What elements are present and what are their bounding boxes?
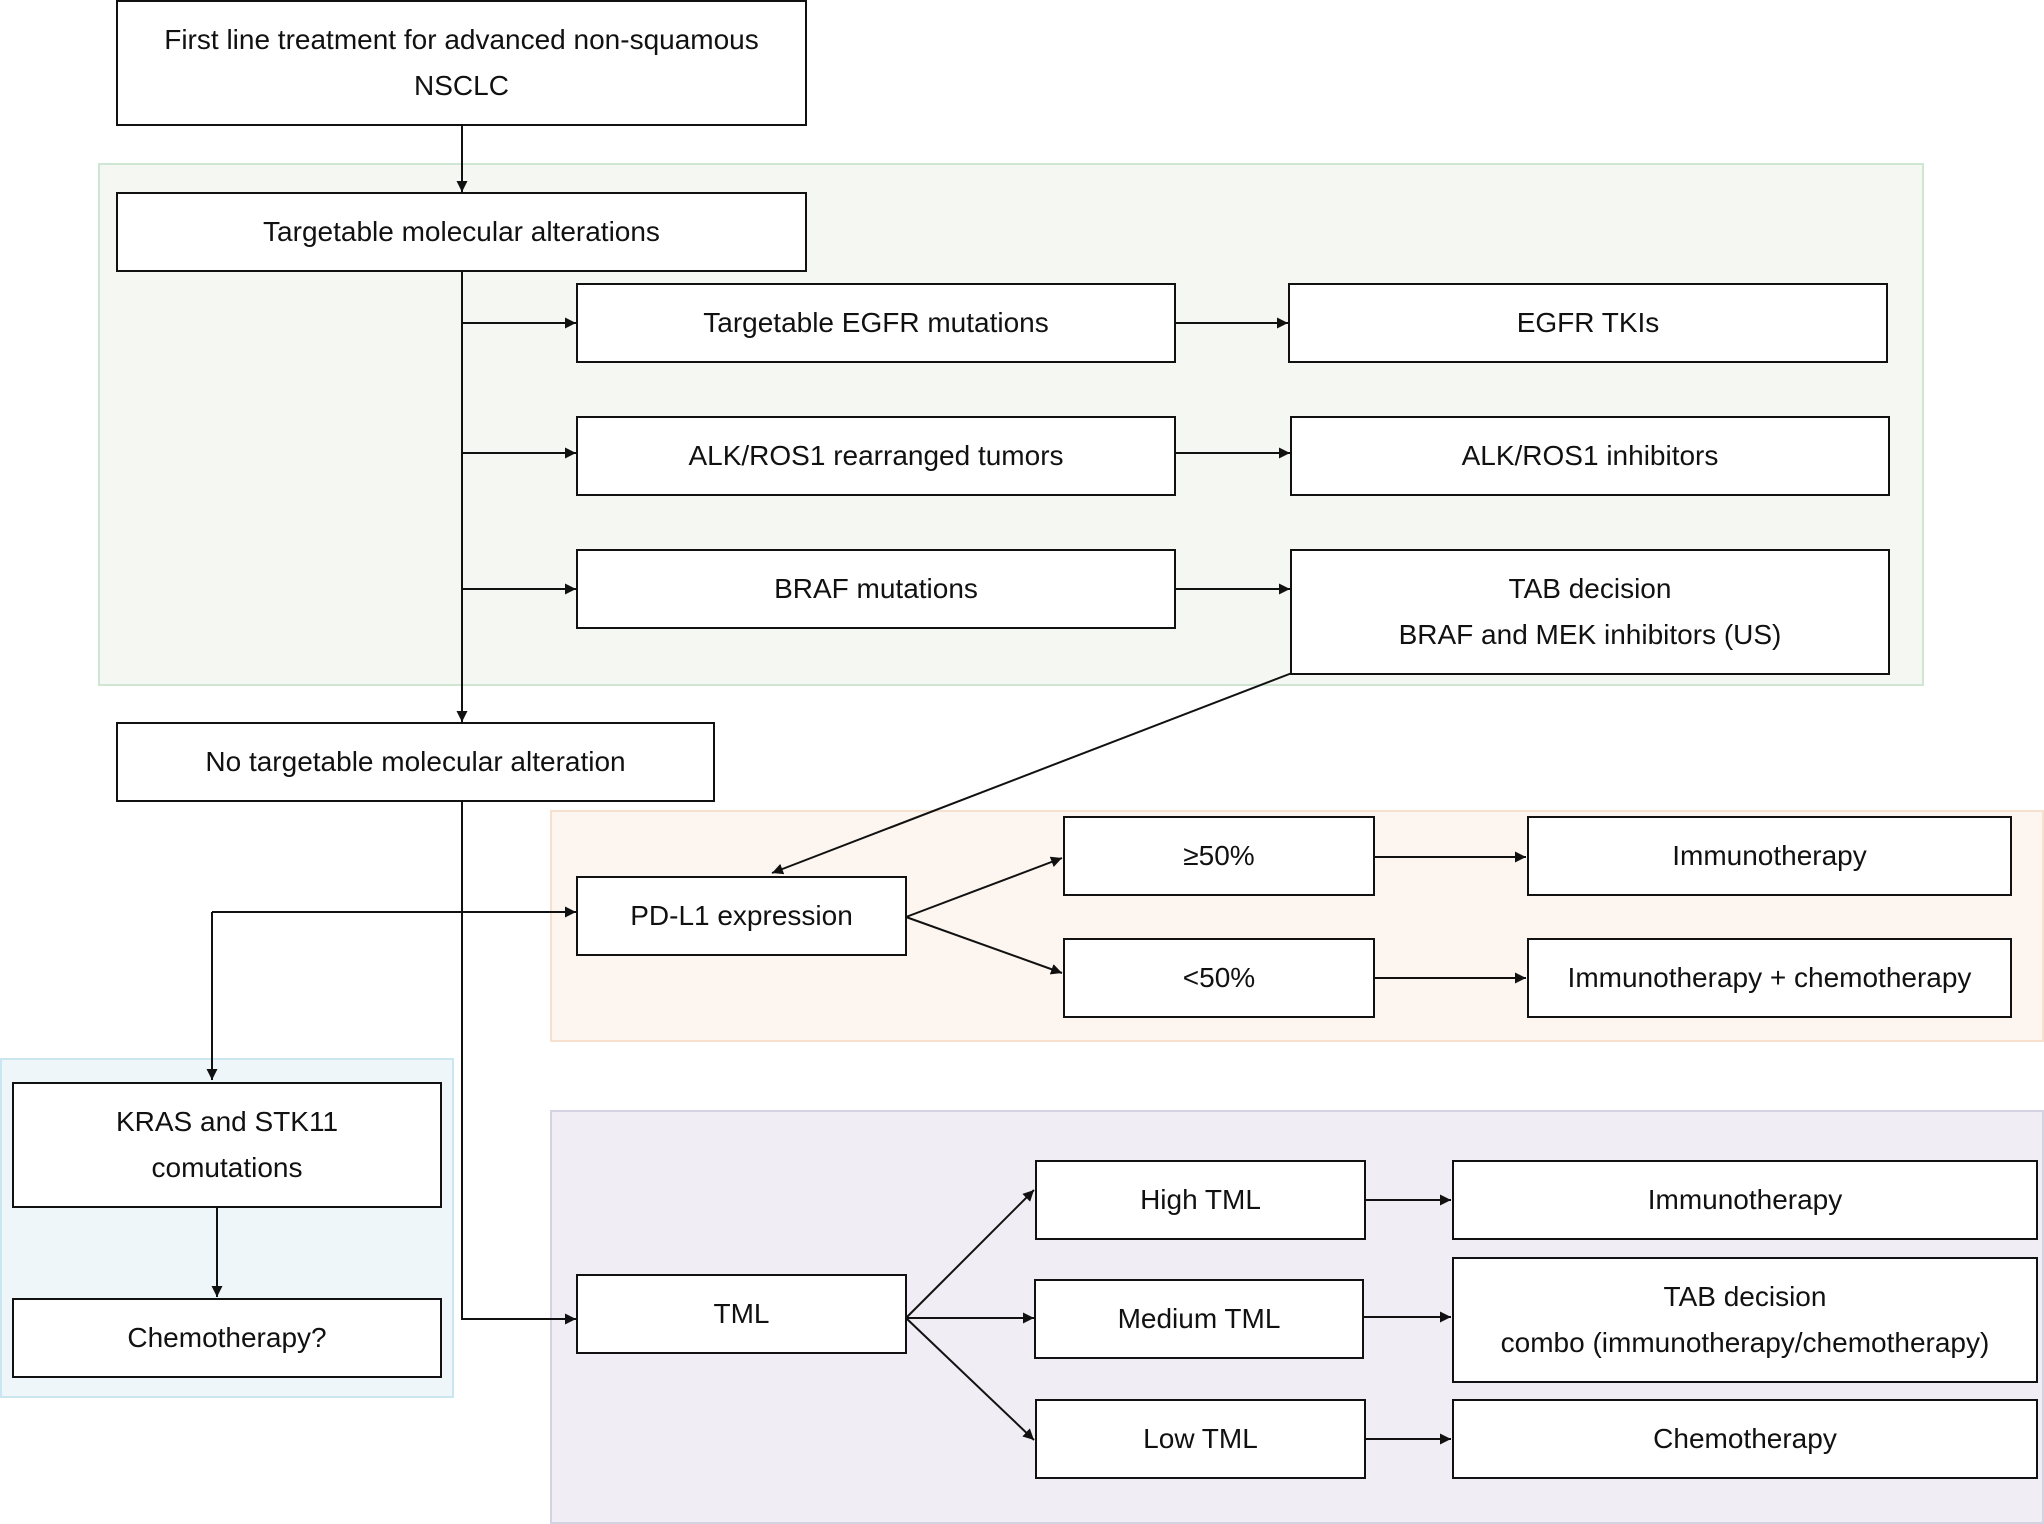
node-immunotherapy-chemotherapy: Immunotherapy + chemotherapy [1527,938,2012,1018]
node-high-tml: High TML [1035,1160,1366,1240]
node-braf-mutations: BRAF mutations [576,549,1176,629]
node-immunotherapy-tml: Immunotherapy [1452,1160,2038,1240]
node-medium-tml: Medium TML [1034,1279,1364,1359]
node-low-tml: Low TML [1035,1399,1366,1479]
node-chemotherapy-question: Chemotherapy? [12,1298,442,1378]
node-ge50: ≥50% [1063,816,1375,896]
node-first-line-treatment: First line treatment for advanced non-sq… [116,0,807,126]
node-no-targetable-alteration: No targetable molecular alteration [116,722,715,802]
node-immunotherapy-pdl1: Immunotherapy [1527,816,2012,896]
node-egfr-mutations: Targetable EGFR mutations [576,283,1176,363]
node-egfr-tkis: EGFR TKIs [1288,283,1888,363]
node-targetable-alterations: Targetable molecular alterations [116,192,807,272]
node-alk-ros1-inhibitors: ALK/ROS1 inhibitors [1290,416,1890,496]
node-tml: TML [576,1274,907,1354]
node-chemotherapy: Chemotherapy [1452,1399,2038,1479]
node-pdl1-expression: PD-L1 expression [576,876,907,956]
node-alk-ros1-tumors: ALK/ROS1 rearranged tumors [576,416,1176,496]
node-lt50: <50% [1063,938,1375,1018]
